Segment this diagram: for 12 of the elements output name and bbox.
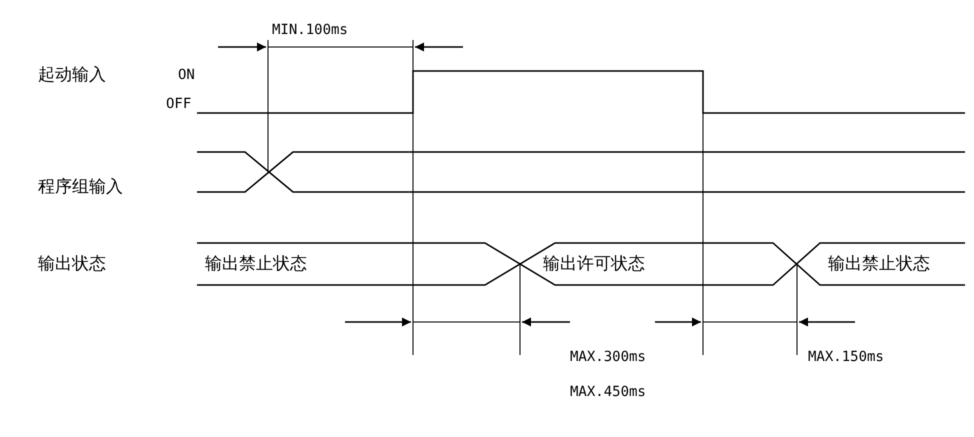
level-label: ON <box>178 66 195 85</box>
state-label: 输出禁止状态 <box>205 254 307 274</box>
timing-label: MIN.100ms <box>272 21 348 40</box>
state-label: 输出禁止状态 <box>828 254 930 274</box>
signal-name: 程序组输入 <box>38 177 123 197</box>
state-label: 输出许可状态 <box>543 254 645 274</box>
timing-label: MAX.150ms <box>808 348 884 367</box>
signal-name: 输出状态 <box>38 254 106 274</box>
signal-name: 起动输入 <box>38 65 106 85</box>
timing-label: MAX.300ms <box>570 348 646 367</box>
timing-label: MAX.450ms <box>570 383 646 402</box>
level-label: OFF <box>166 95 192 114</box>
